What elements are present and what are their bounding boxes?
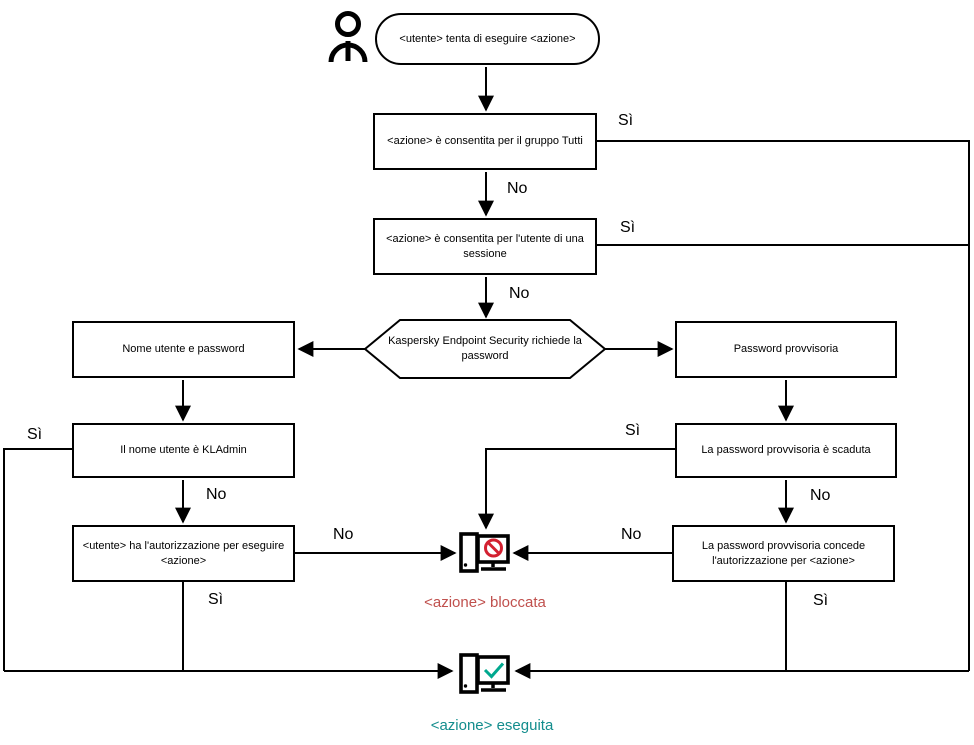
edge-label-temp-auth-yes: Sì xyxy=(813,592,829,609)
user-icon xyxy=(328,11,368,63)
node-temp-expired-check: La password provvisoria è scaduta xyxy=(675,423,897,478)
check-icon xyxy=(483,662,505,679)
node-kladmin-check: Il nome utente è KLAdmin xyxy=(72,423,295,478)
edge-label-kladmin-yes: Sì xyxy=(27,426,43,443)
edge-label-user-auth-yes: Sì xyxy=(208,591,224,608)
node-temp-password: Password provvisoria xyxy=(675,321,897,378)
node-group-check: <azione> è consentita per il gruppo Tutt… xyxy=(373,113,597,170)
edge-label-group-no: No xyxy=(507,180,528,197)
computer-blocked-icon xyxy=(459,532,510,573)
node-username-password: Nome utente e password xyxy=(72,321,295,378)
node-user-auth-check: <utente> ha l'autorizzazione per eseguir… xyxy=(72,525,295,582)
edge-temp-expired-yes-line xyxy=(478,448,675,530)
node-temp-auth-check: La password provvisoria concede l'autori… xyxy=(672,525,895,582)
edge-label-temp-expired-yes: Sì xyxy=(625,422,641,439)
blocked-result-label: <azione> bloccata xyxy=(424,594,546,611)
executed-result-label: <azione> eseguita xyxy=(430,717,554,734)
prohibition-icon xyxy=(484,538,503,558)
password-prompt-hexagon xyxy=(363,319,607,379)
edge-label-temp-auth-no: No xyxy=(621,526,642,543)
edge-label-user-auth-no: No xyxy=(333,526,354,543)
edge-label-session-yes: Sì xyxy=(620,219,636,236)
node-password-prompt: Kaspersky Endpoint Security richiede la … xyxy=(388,335,582,362)
edge-kladmin-yes-line xyxy=(3,448,72,671)
edge-label-kladmin-no: No xyxy=(206,486,227,503)
edge-label-session-no: No xyxy=(509,285,530,302)
edge-group-yes-line xyxy=(597,140,970,671)
edge-label-group-yes: Sì xyxy=(618,112,634,129)
node-start: <utente> tenta di eseguire <azione> xyxy=(375,13,600,65)
node-session-check: <azione> è consentita per l'utente di un… xyxy=(373,218,597,275)
computer-check-icon xyxy=(459,653,510,694)
edge-label-temp-expired-no: No xyxy=(810,487,831,504)
